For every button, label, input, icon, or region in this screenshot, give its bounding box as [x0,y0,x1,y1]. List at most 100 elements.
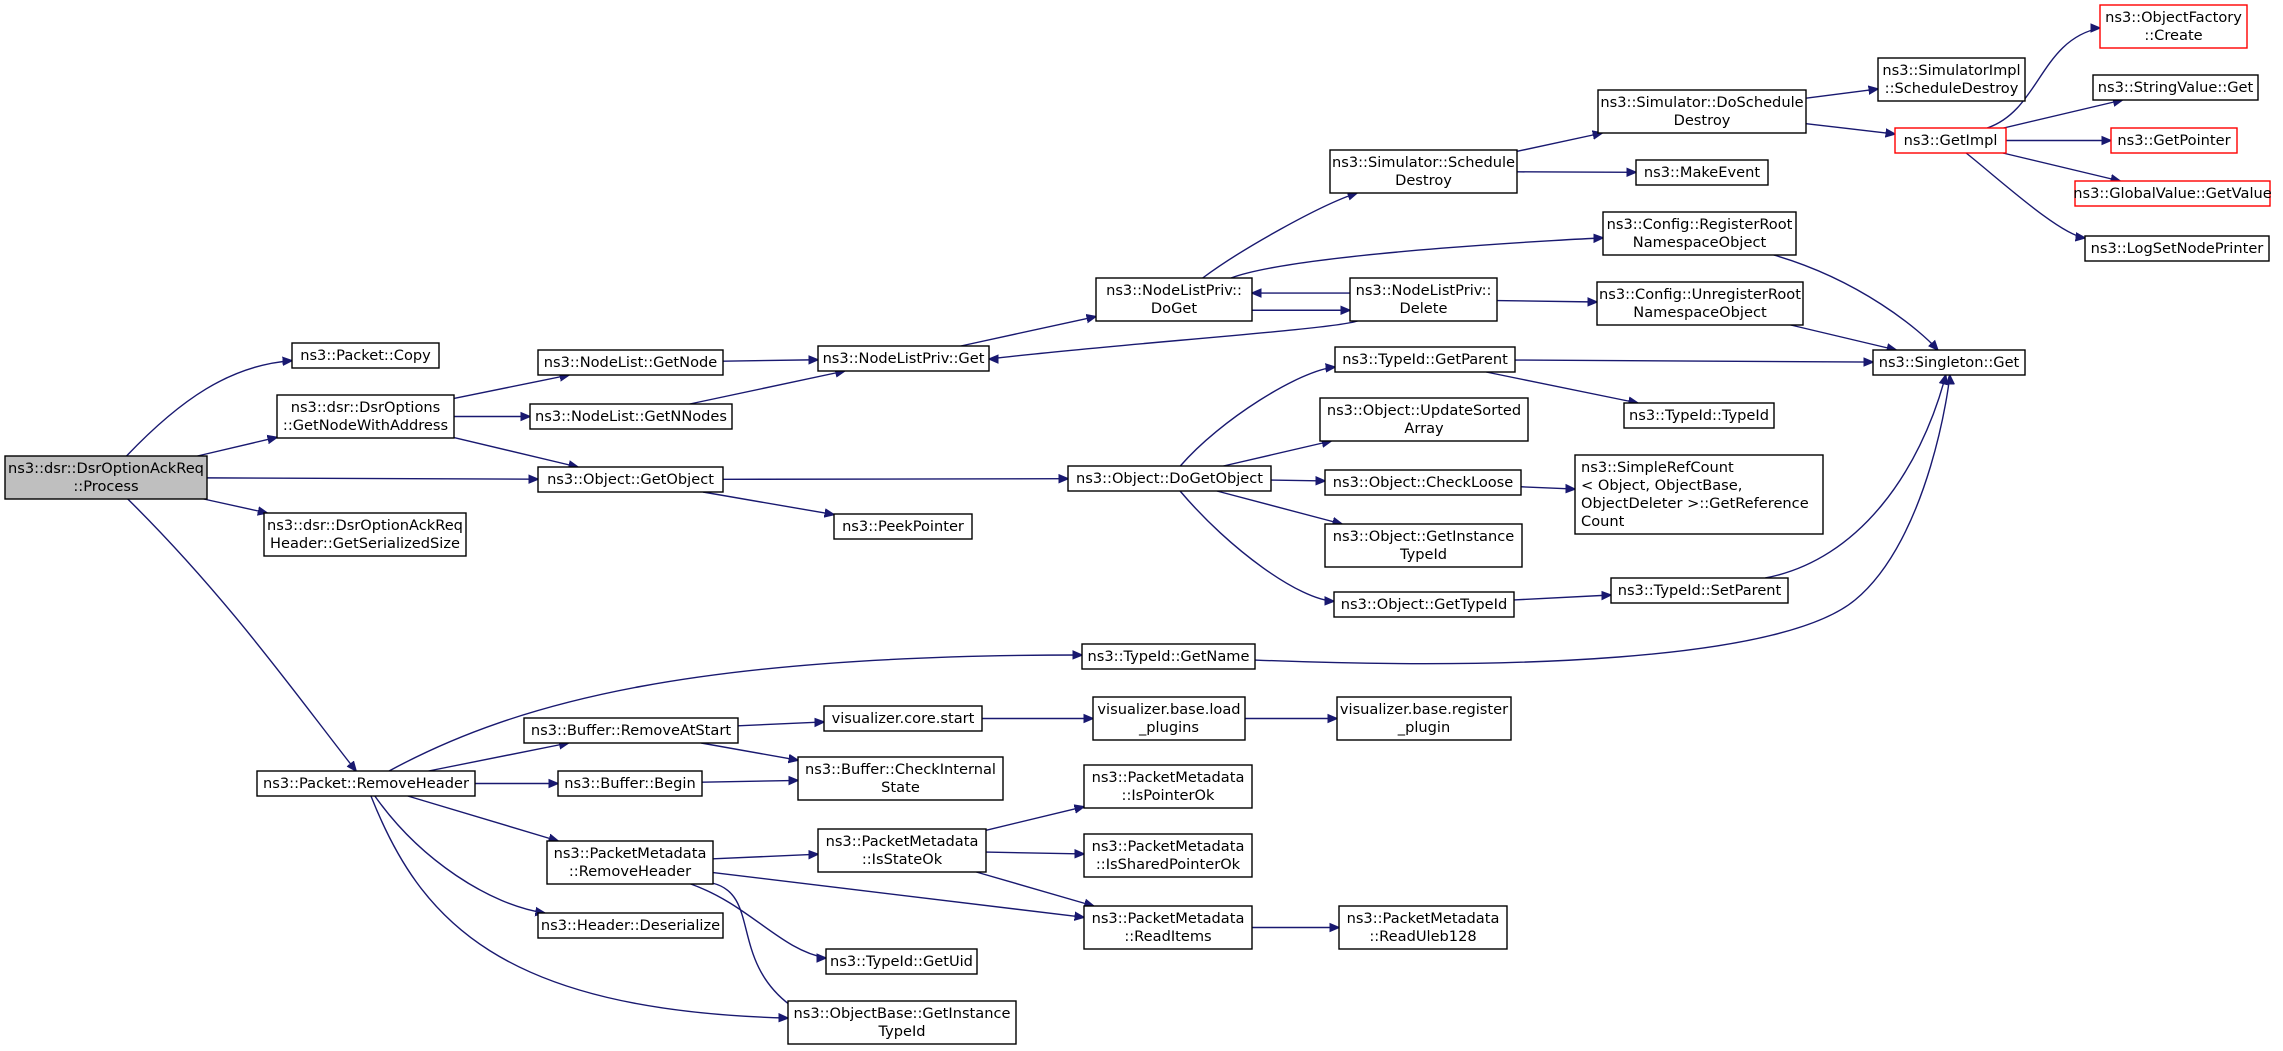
node-box [529,403,733,430]
node-label: ns3::Object::GetInstance [1333,528,1514,545]
node-label: ns3::Object::UpdateSorted [1327,402,1521,419]
graph-node-visualizer-base-register-plugin[interactable]: visualizer.base.register_plugin [1336,696,1512,741]
graph-node-getpointer[interactable]: ns3::GetPointer [2110,127,2238,154]
call-edge-53 [712,871,1084,918]
node-label: ns3::PacketMetadata [1092,769,1245,786]
call-edge-7 [453,436,578,467]
graph-node-ackreq-header-getsize[interactable]: ns3::dsr::DsrOptionAckReqHeader::GetSeri… [263,512,467,557]
call-edge-19 [1805,89,1878,99]
graph-node-root[interactable]: ns3::dsr::DsrOptionAckReq::Process [4,455,208,500]
node-label: ns3::Buffer::CheckInternal [805,761,996,778]
call-edge-37 [1520,487,1575,489]
node-box [1894,127,2007,154]
graph-node-packet-copy[interactable]: ns3::Packet::Copy [291,342,440,369]
node-label: ns3::Object::CheckLoose [1333,474,1514,491]
node-box [523,717,739,744]
graph-node-nodelistpriv-delete[interactable]: ns3::NodeListPriv::Delete [1349,277,1498,322]
graph-node-get-node-with-address[interactable]: ns3::dsr::DsrOptions::GetNodeWithAddress [276,394,455,439]
node-box [2110,127,2238,154]
graph-node-packetmetadata-readitems[interactable]: ns3::PacketMetadata::ReadItems [1083,905,1253,950]
graph-node-simulatorimpl-scheduledestroy[interactable]: ns3::SimulatorImpl::ScheduleDestroy [1877,57,2026,102]
graph-node-visualizer-base-load-plugins[interactable]: visualizer.base.load_plugins [1092,696,1246,741]
node-label: visualizer.core.start [832,710,975,727]
graph-node-nodelistpriv-doget[interactable]: ns3::NodeListPriv::DoGet [1095,277,1253,322]
graph-node-packet-removeheader[interactable]: ns3::Packet::RemoveHeader [256,770,476,797]
node-label: ::GetNodeWithAddress [283,417,448,434]
call-edge-3 [203,498,268,513]
graph-node-getimpl[interactable]: ns3::GetImpl [1894,127,2007,154]
node-label: ::IsPointerOk [1122,787,1215,804]
call-edge-32 [1270,480,1325,481]
node-box [1333,591,1515,618]
graph-node-typeid-typeid[interactable]: ns3::TypeId::TypeId [1623,402,1775,429]
graph-node-nodelist-getnode[interactable]: ns3::NodeList::GetNode [537,349,724,376]
node-label: ns3::TypeId::GetParent [1342,351,1508,368]
node-label: ns3::GetPointer [2117,132,2230,149]
graph-node-simplerefcount-getrefcount[interactable]: ns3::SimpleRefCount< Object, ObjectBase,… [1574,454,1824,535]
graph-node-packetmetadata-readuleb128[interactable]: ns3::PacketMetadata::ReadUleb128 [1338,905,1508,950]
call-edge-43 [407,795,558,841]
call-edge-39 [1765,375,1945,579]
node-label: Destroy [1674,112,1731,129]
graph-node-globalvalue-getvalue[interactable]: ns3::GlobalValue::GetValue [2073,180,2272,207]
graph-node-nodelist-getnnodes[interactable]: ns3::NodeList::GetNNodes [529,403,733,430]
graph-node-typeid-getparent[interactable]: ns3::TypeId::GetParent [1334,346,1516,373]
node-box [4,455,208,500]
graph-node-peekpointer[interactable]: ns3::PeekPointer [833,513,973,540]
graph-node-config-unregisterroot[interactable]: ns3::Config::UnregisterRootNamespaceObje… [1596,281,1804,326]
call-edge-0 [126,361,292,457]
node-label: ns3::ObjectFactory [2105,9,2242,26]
call-edge-31 [1223,441,1331,467]
call-edge-58 [976,871,1093,906]
node-box [1597,89,1807,134]
graph-node-makeevent[interactable]: ns3::MakeEvent [1635,159,1769,186]
call-edge-17 [1516,133,1602,153]
call-edge-5 [453,375,569,400]
node-label: TypeId [877,1023,925,1040]
call-edge-30 [1179,367,1335,467]
call-edge-16 [989,320,1358,359]
graph-node-object-checkloose[interactable]: ns3::Object::CheckLoose [1324,469,1522,496]
node-label: _plugin [1397,719,1450,736]
graph-node-packetmetadata-issharedpointerok[interactable]: ns3::PacketMetadata::IsSharedPointerOk [1083,833,1253,878]
graph-node-typeid-setparent[interactable]: ns3::TypeId::SetParent [1610,577,1789,604]
node-box [1081,643,1256,670]
graph-node-object-getobject[interactable]: ns3::Object::GetObject [537,466,724,493]
graph-node-packetmetadata-isstateok[interactable]: ns3::PacketMetadata::IsStateOk [817,828,987,873]
node-label: ns3::Header::Deserialize [541,917,720,934]
graph-node-objectfactory-create[interactable]: ns3::ObjectFactory::Create [2099,4,2248,49]
graph-node-singleton-get[interactable]: ns3::Singleton::Get [1872,349,2026,376]
node-box [256,770,476,797]
graph-node-stringvalue-get[interactable]: ns3::StringValue::Get [2092,74,2259,101]
graph-node-buffer-removeatstart[interactable]: ns3::Buffer::RemoveAtStart [523,717,739,744]
node-box [1095,277,1253,322]
call-edge-46 [1254,375,1950,665]
node-label: visualizer.base.load [1097,701,1240,718]
call-edge-12 [1230,238,1603,279]
node-box [2092,74,2259,101]
graph-node-nodelistpriv-get[interactable]: ns3::NodeListPriv::Get [817,345,990,372]
graph-node-simulator-schedule-destroy[interactable]: ns3::Simulator::ScheduleDestroy [1329,149,1518,194]
graph-node-header-deserialize[interactable]: ns3::Header::Deserialize [537,912,724,939]
graph-node-typeid-getname[interactable]: ns3::TypeId::GetName [1081,643,1256,670]
graph-node-buffer-begin[interactable]: ns3::Buffer::Begin [557,770,703,797]
graph-node-packetmetadata-ispointerok[interactable]: ns3::PacketMetadata::IsPointerOk [1083,764,1253,809]
call-edge-9 [689,371,845,405]
graph-node-object-gettypeid[interactable]: ns3::Object::GetTypeId [1333,591,1515,618]
node-label: Destroy [1395,172,1452,189]
call-edge-8 [722,360,818,361]
graph-node-logsetnodeprinter[interactable]: ns3::LogSetNodePrinter [2084,235,2270,262]
node-box [823,705,983,732]
graph-node-object-dogetobject[interactable]: ns3::Object::DoGetObject [1067,465,1272,492]
node-box [557,770,703,797]
graph-node-packetmetadata-removeheader[interactable]: ns3::PacketMetadata::RemoveHeader [546,840,714,885]
graph-node-visualizer-core-start[interactable]: visualizer.core.start [823,705,983,732]
graph-node-typeid-getuid[interactable]: ns3::TypeId::GetUid [825,948,978,975]
call-edge-34 [1179,490,1334,601]
